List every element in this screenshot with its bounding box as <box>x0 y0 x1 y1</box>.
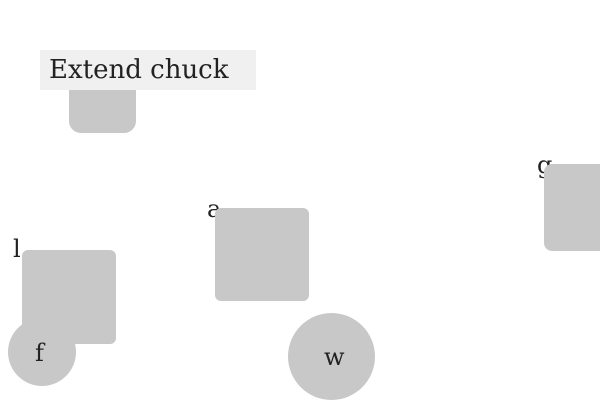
circle-w[interactable] <box>288 313 375 400</box>
label-w: w <box>324 343 345 371</box>
circle-f[interactable] <box>8 318 76 386</box>
box-g[interactable] <box>544 164 600 251</box>
label-f: f <box>35 339 44 367</box>
box-a[interactable] <box>215 208 309 301</box>
tooltip-extend-chuck: Extend chuck <box>40 50 256 90</box>
tooltip-text: Extend chuck <box>49 55 229 85</box>
label-l: l <box>13 235 21 263</box>
